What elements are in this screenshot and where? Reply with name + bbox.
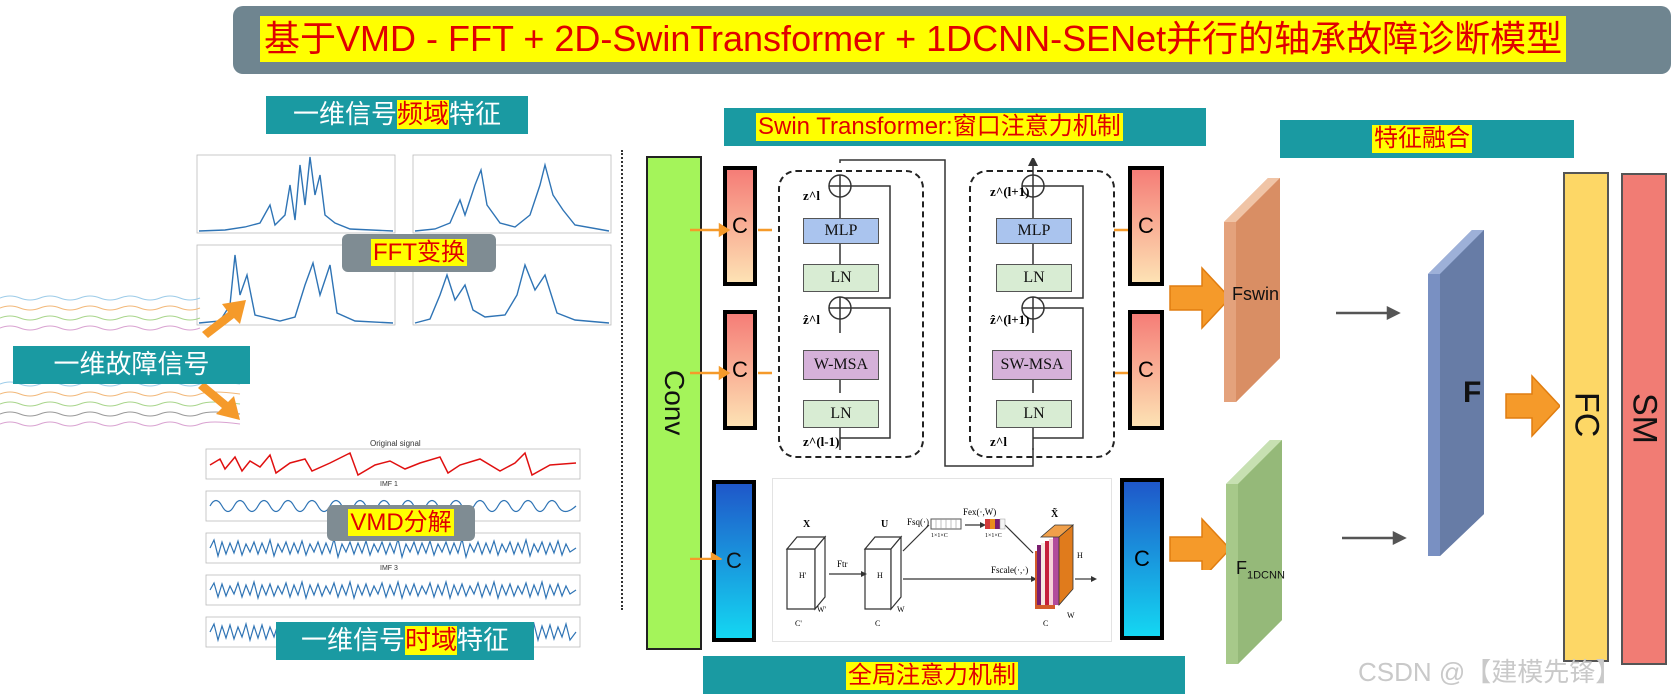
fused-f-label: F	[1463, 376, 1482, 409]
c-tile-label: C	[726, 548, 742, 573]
se-label-h: H	[877, 571, 883, 580]
se-label-x: X	[803, 519, 811, 530]
fc-layer: FC	[1563, 172, 1609, 662]
se-label-xtilde: X̃	[1051, 509, 1059, 520]
se-label-wprime: W'	[817, 605, 826, 614]
swin-block-left	[778, 170, 924, 458]
c-tile-label: C	[732, 357, 748, 382]
se-label-u: U	[881, 519, 889, 530]
global-attention-label: 全局注意力机制	[846, 662, 1018, 690]
fswin-slab	[1224, 178, 1280, 402]
z-mid-left: ẑ^l	[803, 312, 820, 327]
swmsa-block: SW-MSA	[992, 350, 1072, 380]
se-label-h2: H	[1077, 551, 1083, 560]
fft-plot-4	[412, 244, 612, 326]
z-in-left: z^(l-1)	[803, 434, 840, 449]
fft-plot-2	[412, 154, 612, 234]
se-label-dim2: 1×1×C	[985, 533, 1002, 539]
separator-line	[621, 150, 623, 610]
c-tile-warm-3: C	[1128, 166, 1164, 286]
ln-block-right-top: LN	[996, 264, 1072, 292]
freq-feature-label: 一维信号频域特征	[266, 96, 528, 134]
c-tile-label: C	[1138, 357, 1154, 382]
z-in-right: z^l	[990, 434, 1007, 449]
swin-block-right	[969, 170, 1115, 458]
raw-signal-waves	[0, 295, 241, 427]
c-tile-warm-4: C	[1128, 310, 1164, 430]
se-label-w: W	[897, 605, 905, 614]
vmd-tag: VMD分解	[327, 505, 475, 541]
se-label-fex: Fex(·,W)	[963, 507, 997, 517]
freq-label-post: 特征	[449, 100, 502, 129]
arrow-swin-to-fswin	[1169, 266, 1232, 330]
vmd-title-imf1: IMF 1	[380, 481, 398, 488]
vmd-title-original: Original signal	[370, 439, 421, 448]
ln-block-left-top: LN	[803, 264, 879, 292]
se-label-c2: C	[1043, 619, 1049, 628]
small-connectors	[690, 222, 1128, 560]
time-label-post: 特征	[457, 626, 510, 655]
z-mid-right: ẑ^(l+1)	[990, 312, 1030, 327]
time-label-pre: 一维信号	[300, 626, 405, 655]
conv-layer: Conv	[646, 156, 702, 650]
se-label-c: C	[875, 619, 881, 628]
f1dcnn-main: F	[1236, 558, 1247, 578]
se-label-ftr: Ftr	[837, 559, 848, 569]
freq-label-highlight: 频域	[396, 100, 449, 129]
wmsa-block: W-MSA	[803, 350, 879, 380]
f1dcnn-sub: 1DCNN	[1247, 569, 1285, 582]
c-tile-cool-1: C	[712, 480, 756, 642]
fft-tag-text: FFT变换	[371, 239, 467, 266]
fft-spectrum-plots	[196, 154, 612, 326]
f1dcnn-label: F1DCNN	[1236, 558, 1285, 582]
ln-block-left-bottom: LN	[803, 400, 879, 428]
mlp-block-left: MLP	[803, 218, 879, 244]
se-label-fscale: Fscale(·,·)	[991, 565, 1029, 575]
big-arrows	[1169, 266, 1560, 570]
left-arrows	[198, 300, 246, 420]
vmd-original	[205, 448, 581, 480]
time-label-highlight: 时域	[404, 626, 457, 655]
fft-plot-1	[196, 154, 396, 234]
se-label-w2: W	[1067, 611, 1075, 620]
f1dcnn-slab	[1226, 440, 1282, 664]
fault-signal-label: 一维故障信号	[13, 346, 250, 384]
se-label-dim1: 1×1×C	[931, 533, 948, 539]
c-tile-label: C	[732, 213, 748, 238]
c-tile-cool-2: C	[1120, 478, 1164, 640]
arrow-to-vmd	[198, 382, 240, 420]
se-label-hprime: H'	[799, 571, 807, 580]
c-tile-warm-1: C	[723, 166, 757, 286]
fft-tag: FFT变换	[342, 234, 496, 272]
vmd-tag-text: VMD分解	[348, 509, 454, 536]
page-title: 基于VMD - FFT + 2D-SwinTransformer + 1DCNN…	[260, 16, 1567, 62]
c-tile-label: C	[1134, 546, 1150, 571]
arrow-to-fft	[202, 300, 246, 338]
swin-label: Swin Transformer:窗口注意力机制	[756, 113, 1123, 141]
se-label-fsq: Fsq(·)	[907, 517, 929, 527]
senet-diagram: X U X̃ Ftr Fsq(·) Fex(·,W) Fscale(·,·) 1…	[772, 478, 1112, 642]
time-feature-label: 一维信号时域特征	[276, 622, 534, 660]
ln-block-right-bottom: LN	[996, 400, 1072, 428]
se-label-cprime: C'	[795, 619, 802, 628]
vmd-title-imf3: IMF 3	[380, 565, 398, 572]
z-top-left: z^l	[803, 188, 820, 203]
mlp-block-right: MLP	[996, 218, 1072, 244]
sm-layer: SM	[1621, 173, 1667, 665]
conv-label: Conv	[659, 370, 690, 436]
sm-label: SM	[1625, 393, 1664, 444]
fused-slab	[1428, 230, 1484, 556]
fswin-label: Fswin	[1232, 284, 1280, 304]
vmd-imf3	[205, 574, 581, 606]
fusion-label: 特征融合	[1372, 125, 1472, 153]
freq-label-pre: 一维信号	[292, 100, 397, 129]
watermark: CSDN @【建模先锋】	[1358, 657, 1622, 687]
c-tile-label: C	[1138, 213, 1154, 238]
fc-label: FC	[1567, 392, 1606, 438]
z-top-right: z^(l+1)	[990, 184, 1030, 199]
fusion-arrows	[1336, 305, 1407, 546]
arrow-cnn-to-f1dcnn	[1169, 517, 1232, 570]
arrow-f-to-fc	[1505, 374, 1560, 438]
